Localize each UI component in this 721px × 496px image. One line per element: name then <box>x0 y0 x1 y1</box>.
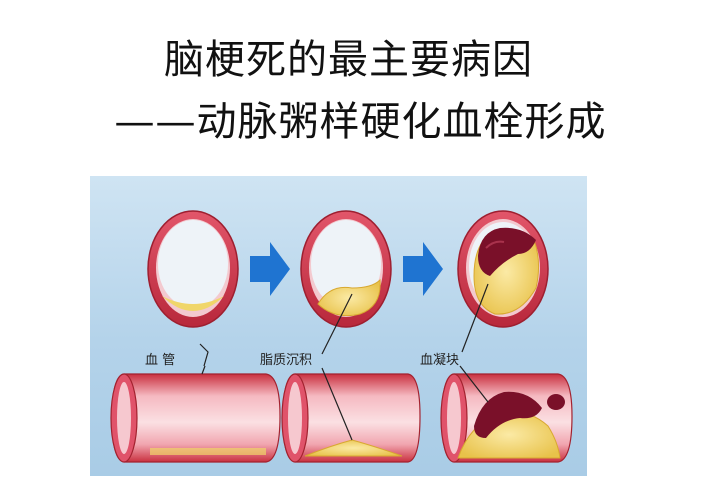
clot-vessel-longitudinal <box>440 373 573 463</box>
diagram-canvas: 血 管 脂质沉积 血凝块 <box>110 210 573 463</box>
clot-label: 血凝块 <box>420 352 459 368</box>
lipid-leader-line <box>321 293 353 355</box>
right-arrow-icon <box>250 242 290 296</box>
vessel-label: 血 管 <box>145 353 175 368</box>
slide-title-line1: 脑梗死的最主要病因 <box>164 37 533 83</box>
normal-vessel-cross-section <box>147 210 239 328</box>
vessel-leader-line-lower <box>201 365 206 375</box>
lipid-label: 脂质沉积 <box>260 353 312 368</box>
clot-leader-line <box>461 283 489 353</box>
lipid-leader-line-lower <box>321 367 353 441</box>
normal-vessel-longitudinal <box>110 373 281 463</box>
lipid-vessel-cross-section <box>300 210 392 328</box>
clot-leader-line-lower <box>459 365 489 403</box>
clot-vessel-cross-section <box>457 210 549 328</box>
vessel-leader-line <box>199 343 209 367</box>
right-arrow-icon <box>403 242 443 296</box>
lipid-vessel-longitudinal <box>281 373 421 463</box>
slide-title-line2: ——动脉粥样硬化血栓形成 <box>114 99 607 145</box>
atherosclerosis-diagram: 血 管 脂质沉积 血凝块 <box>90 176 587 476</box>
